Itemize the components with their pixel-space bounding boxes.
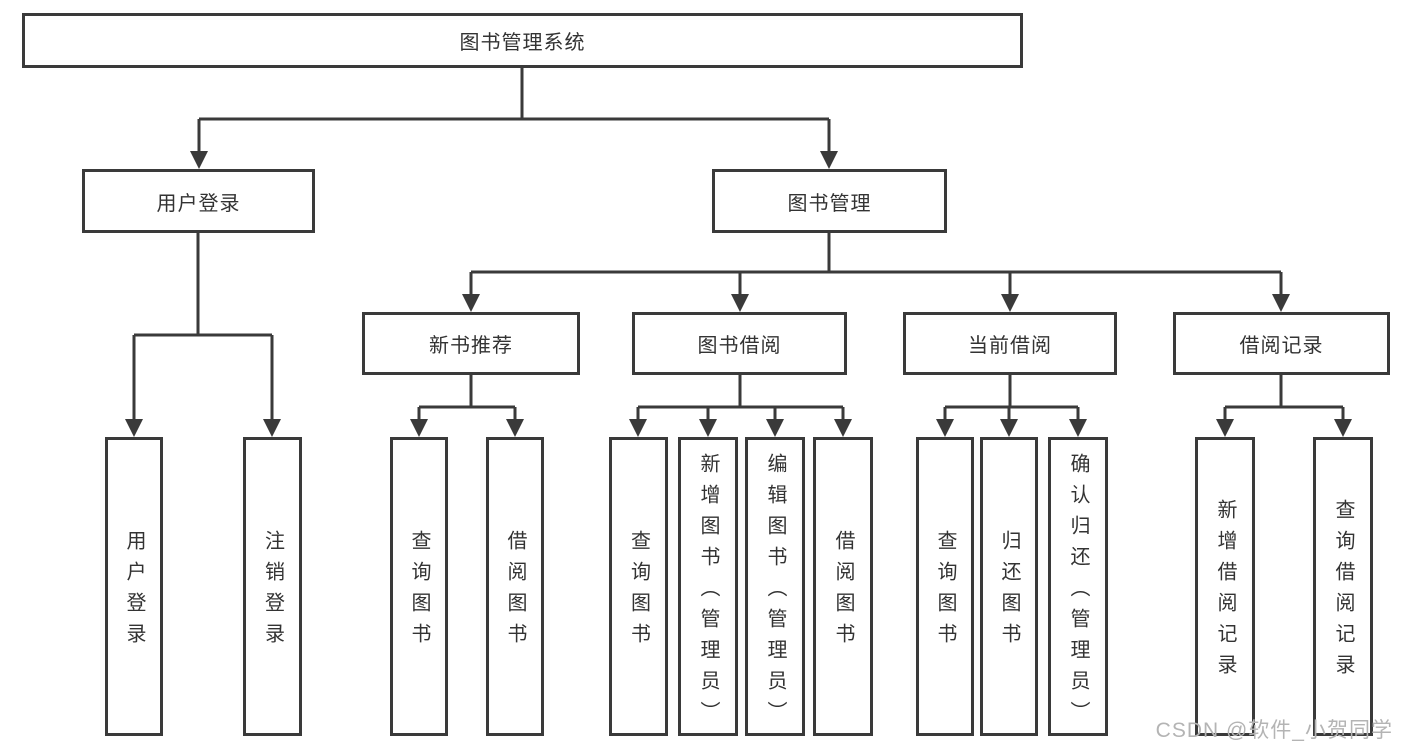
node-leaf-logout: 注销登录 bbox=[243, 437, 302, 736]
arrowhead-icon bbox=[820, 151, 838, 169]
node-label: 借阅图书 bbox=[832, 530, 854, 654]
node-borrowing-records: 借阅记录 bbox=[1173, 312, 1390, 375]
watermark: CSDN @软件_小贺同学 bbox=[1155, 719, 1393, 742]
node-leaf-add-books-admin: 新增图书（管理员） bbox=[678, 437, 738, 736]
node-label: 查询图书 bbox=[627, 530, 650, 654]
connector-borrow-records-to-leaves bbox=[1216, 375, 1352, 437]
node-leaf-query-books-1: 查询图书 bbox=[390, 437, 448, 736]
arrowhead-icon bbox=[1272, 294, 1290, 312]
node-leaf-user-login: 用户登录 bbox=[105, 437, 163, 736]
node-leaf-query-borrow-record: 查询借阅记录 bbox=[1313, 437, 1373, 736]
arrowhead-icon bbox=[731, 294, 749, 312]
arrowhead-icon bbox=[699, 419, 717, 437]
connector-new-book-rec-to-leaves bbox=[410, 375, 524, 437]
arrowhead-icon bbox=[190, 151, 208, 169]
node-leaf-edit-books-admin: 编辑图书（管理员） bbox=[745, 437, 805, 736]
node-label: 借阅记录 bbox=[1239, 335, 1324, 357]
node-label: 借阅图书 bbox=[504, 530, 526, 654]
arrowhead-icon bbox=[834, 419, 852, 437]
node-leaf-confirm-return-admin: 确认归还（管理员） bbox=[1048, 437, 1108, 736]
node-label: 新书推荐 bbox=[429, 335, 513, 357]
connector-user-login-to-leaves bbox=[125, 233, 281, 437]
node-label: 编辑图书（管理员） bbox=[764, 452, 786, 732]
node-label: 用户登录 bbox=[123, 530, 145, 654]
node-label: 查询图书 bbox=[934, 530, 956, 654]
arrowhead-icon bbox=[462, 294, 480, 312]
arrowhead-icon bbox=[1069, 419, 1087, 437]
arrowhead-icon bbox=[506, 419, 524, 437]
node-label: 用户登录 bbox=[156, 192, 241, 215]
node-leaf-borrow-books-1: 借阅图书 bbox=[486, 437, 544, 736]
node-label: 图书管理 bbox=[787, 192, 872, 215]
node-label: 查询借阅记录 bbox=[1332, 499, 1354, 685]
arrowhead-icon bbox=[1000, 419, 1018, 437]
connector-book-mgmt-to-level3 bbox=[462, 233, 1290, 312]
node-book-management-branch: 图书管理 bbox=[712, 169, 947, 233]
node-new-book-recommendation: 新书推荐 bbox=[362, 312, 580, 375]
connector-root-to-level2 bbox=[190, 68, 838, 169]
connector-book-borrow-to-leaves bbox=[629, 375, 852, 437]
node-label: 查询图书 bbox=[408, 530, 430, 654]
arrowhead-icon bbox=[1216, 419, 1234, 437]
node-label: 新增借阅记录 bbox=[1214, 499, 1236, 685]
arrowhead-icon bbox=[629, 419, 647, 437]
node-label: 新增图书（管理员） bbox=[697, 452, 719, 732]
node-label: 确认归还（管理员） bbox=[1067, 452, 1089, 732]
arrowhead-icon bbox=[936, 419, 954, 437]
arrowhead-icon bbox=[125, 419, 143, 437]
node-leaf-query-books-3: 查询图书 bbox=[916, 437, 974, 736]
node-label: 注销登录 bbox=[261, 530, 284, 654]
arrowhead-icon bbox=[263, 419, 281, 437]
node-leaf-borrow-books-2: 借阅图书 bbox=[813, 437, 873, 736]
node-book-borrowing: 图书借阅 bbox=[632, 312, 847, 375]
node-user-login-branch: 用户登录 bbox=[82, 169, 315, 233]
arrowhead-icon bbox=[1334, 419, 1352, 437]
arrowhead-icon bbox=[1001, 294, 1019, 312]
node-label: 归还图书 bbox=[998, 530, 1020, 654]
node-leaf-query-books-2: 查询图书 bbox=[609, 437, 668, 736]
node-root-system: 图书管理系统 bbox=[22, 13, 1023, 68]
node-label: 图书借阅 bbox=[697, 335, 782, 357]
node-current-borrowing: 当前借阅 bbox=[903, 312, 1117, 375]
node-label: 图书管理系统 bbox=[459, 32, 586, 54]
node-label: 当前借阅 bbox=[968, 335, 1052, 357]
node-leaf-return-books: 归还图书 bbox=[980, 437, 1038, 736]
arrowhead-icon bbox=[766, 419, 784, 437]
connector-current-borrow-to-leaves bbox=[936, 375, 1087, 437]
node-leaf-add-borrow-record: 新增借阅记录 bbox=[1195, 437, 1255, 736]
arrowhead-icon bbox=[410, 419, 428, 437]
